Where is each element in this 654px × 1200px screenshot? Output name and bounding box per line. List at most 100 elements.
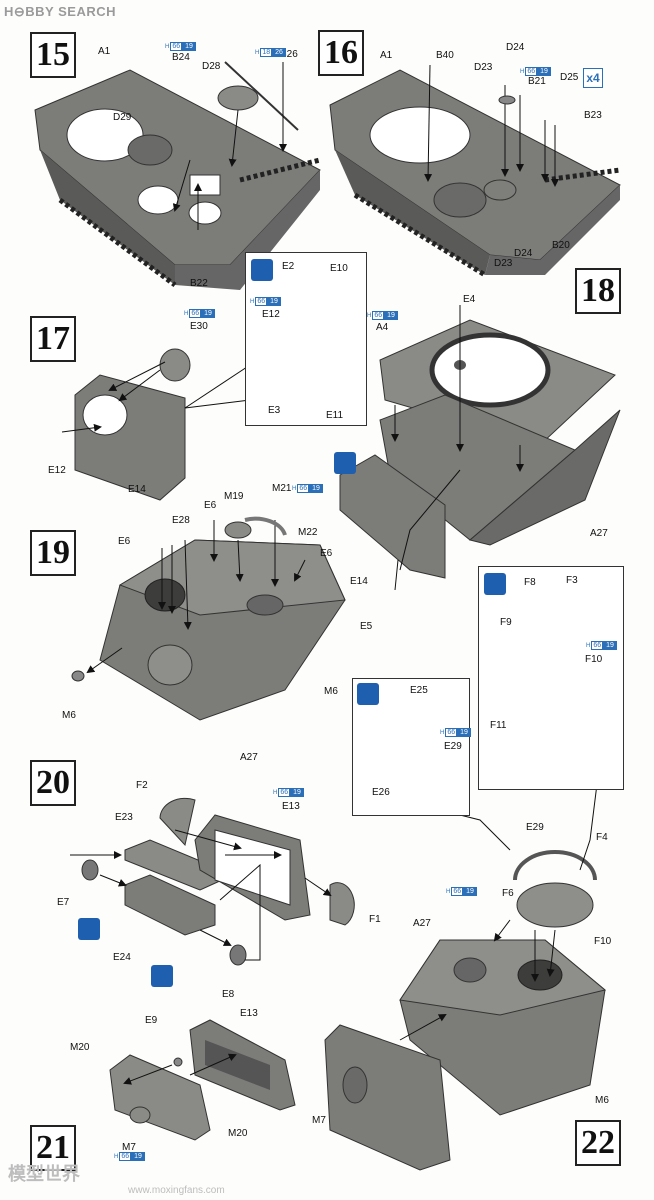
part-label: B23	[584, 110, 602, 121]
part-label: M7	[122, 1142, 136, 1153]
turret-shell-18	[339, 305, 621, 591]
part-label: D28	[202, 61, 221, 72]
part-label: E23	[115, 812, 133, 823]
part-label: A27	[240, 752, 258, 763]
quantity-multiplier: x4	[583, 68, 603, 88]
part-label: E9	[145, 1015, 158, 1026]
part-label: A27	[413, 918, 431, 929]
part-label: E29	[444, 741, 462, 752]
part-label: A27	[590, 528, 608, 539]
part-label: E12	[48, 465, 66, 476]
part-label: E26	[372, 787, 390, 798]
part-label: E12	[262, 309, 280, 320]
cement-icon	[334, 452, 356, 474]
part-label: E14	[350, 576, 368, 587]
part-label: M21	[272, 483, 292, 494]
part-label: E8	[222, 989, 235, 1000]
part-label: B21	[528, 76, 546, 87]
hatch-plate-17	[61, 348, 251, 501]
step-number: 16	[318, 30, 364, 76]
glue-icon	[251, 259, 273, 281]
turret-19	[71, 516, 346, 721]
step-number: 19	[30, 530, 76, 576]
remove-part-icon	[151, 965, 173, 987]
part-label: E3	[268, 405, 281, 416]
part-label: E7	[57, 897, 70, 908]
part-label: B26	[280, 49, 298, 60]
part-label: E5	[360, 621, 373, 632]
step-number: 18	[575, 268, 621, 314]
part-label: E29	[526, 822, 544, 833]
part-label: M6	[62, 710, 76, 721]
part-label: E6	[118, 536, 131, 547]
part-label: B24	[172, 52, 190, 63]
part-label: B40	[436, 50, 454, 61]
part-label: E24	[113, 952, 131, 963]
step-number: 17	[30, 316, 76, 362]
hull-deck-15	[34, 61, 321, 290]
part-label: F6	[502, 888, 514, 899]
part-label: B22	[190, 278, 208, 289]
hull-front-20	[70, 797, 355, 966]
turret-22	[324, 759, 607, 1171]
part-label: M20	[70, 1042, 90, 1053]
mantlet-21	[109, 1019, 296, 1141]
part-label: E30	[190, 321, 208, 332]
part-label: E6	[320, 548, 333, 559]
part-label: E13	[240, 1008, 258, 1019]
part-label: F2	[136, 780, 148, 791]
part-label: E10	[330, 263, 348, 274]
part-label: E11	[326, 410, 344, 421]
part-label: F10	[594, 936, 612, 947]
part-label: F11	[490, 720, 507, 731]
part-label: F10	[585, 654, 603, 665]
part-label: M22	[298, 527, 318, 538]
part-label: E4	[463, 294, 476, 305]
remove-part-icon	[78, 918, 100, 940]
part-label: M7	[312, 1115, 326, 1126]
part-label: E2	[282, 261, 295, 272]
part-label: F3	[566, 575, 578, 586]
inset-cupola-details	[478, 566, 624, 790]
part-label: D23	[494, 258, 513, 269]
brand-watermark: H⊖BBY SEARCH	[4, 4, 116, 19]
part-label: D24	[514, 248, 533, 259]
part-label: M20	[228, 1128, 248, 1139]
glue-icon	[357, 683, 379, 705]
part-label: F4	[596, 832, 608, 843]
inset-step17-details	[245, 252, 367, 426]
glue-icon	[484, 573, 506, 595]
part-label: A4	[376, 322, 389, 333]
part-label: E6	[204, 500, 217, 511]
part-label: D24	[506, 42, 525, 53]
part-label: M19	[224, 491, 244, 502]
step-number: 20	[30, 760, 76, 806]
part-label: A1	[380, 50, 393, 61]
site-watermark-url: www.moxingfans.com	[128, 1185, 225, 1196]
part-label: D23	[474, 62, 493, 73]
part-label: B20	[552, 240, 570, 251]
part-label: F1	[369, 914, 381, 925]
part-label: M6	[324, 686, 338, 697]
part-label: D29	[113, 112, 132, 123]
step-number: 15	[30, 32, 76, 78]
part-label: A1	[98, 46, 111, 57]
site-watermark: 模型世界	[8, 1164, 80, 1184]
step-number: 22	[575, 1120, 621, 1166]
part-label: M6	[595, 1095, 609, 1106]
part-label: E13	[282, 801, 300, 812]
